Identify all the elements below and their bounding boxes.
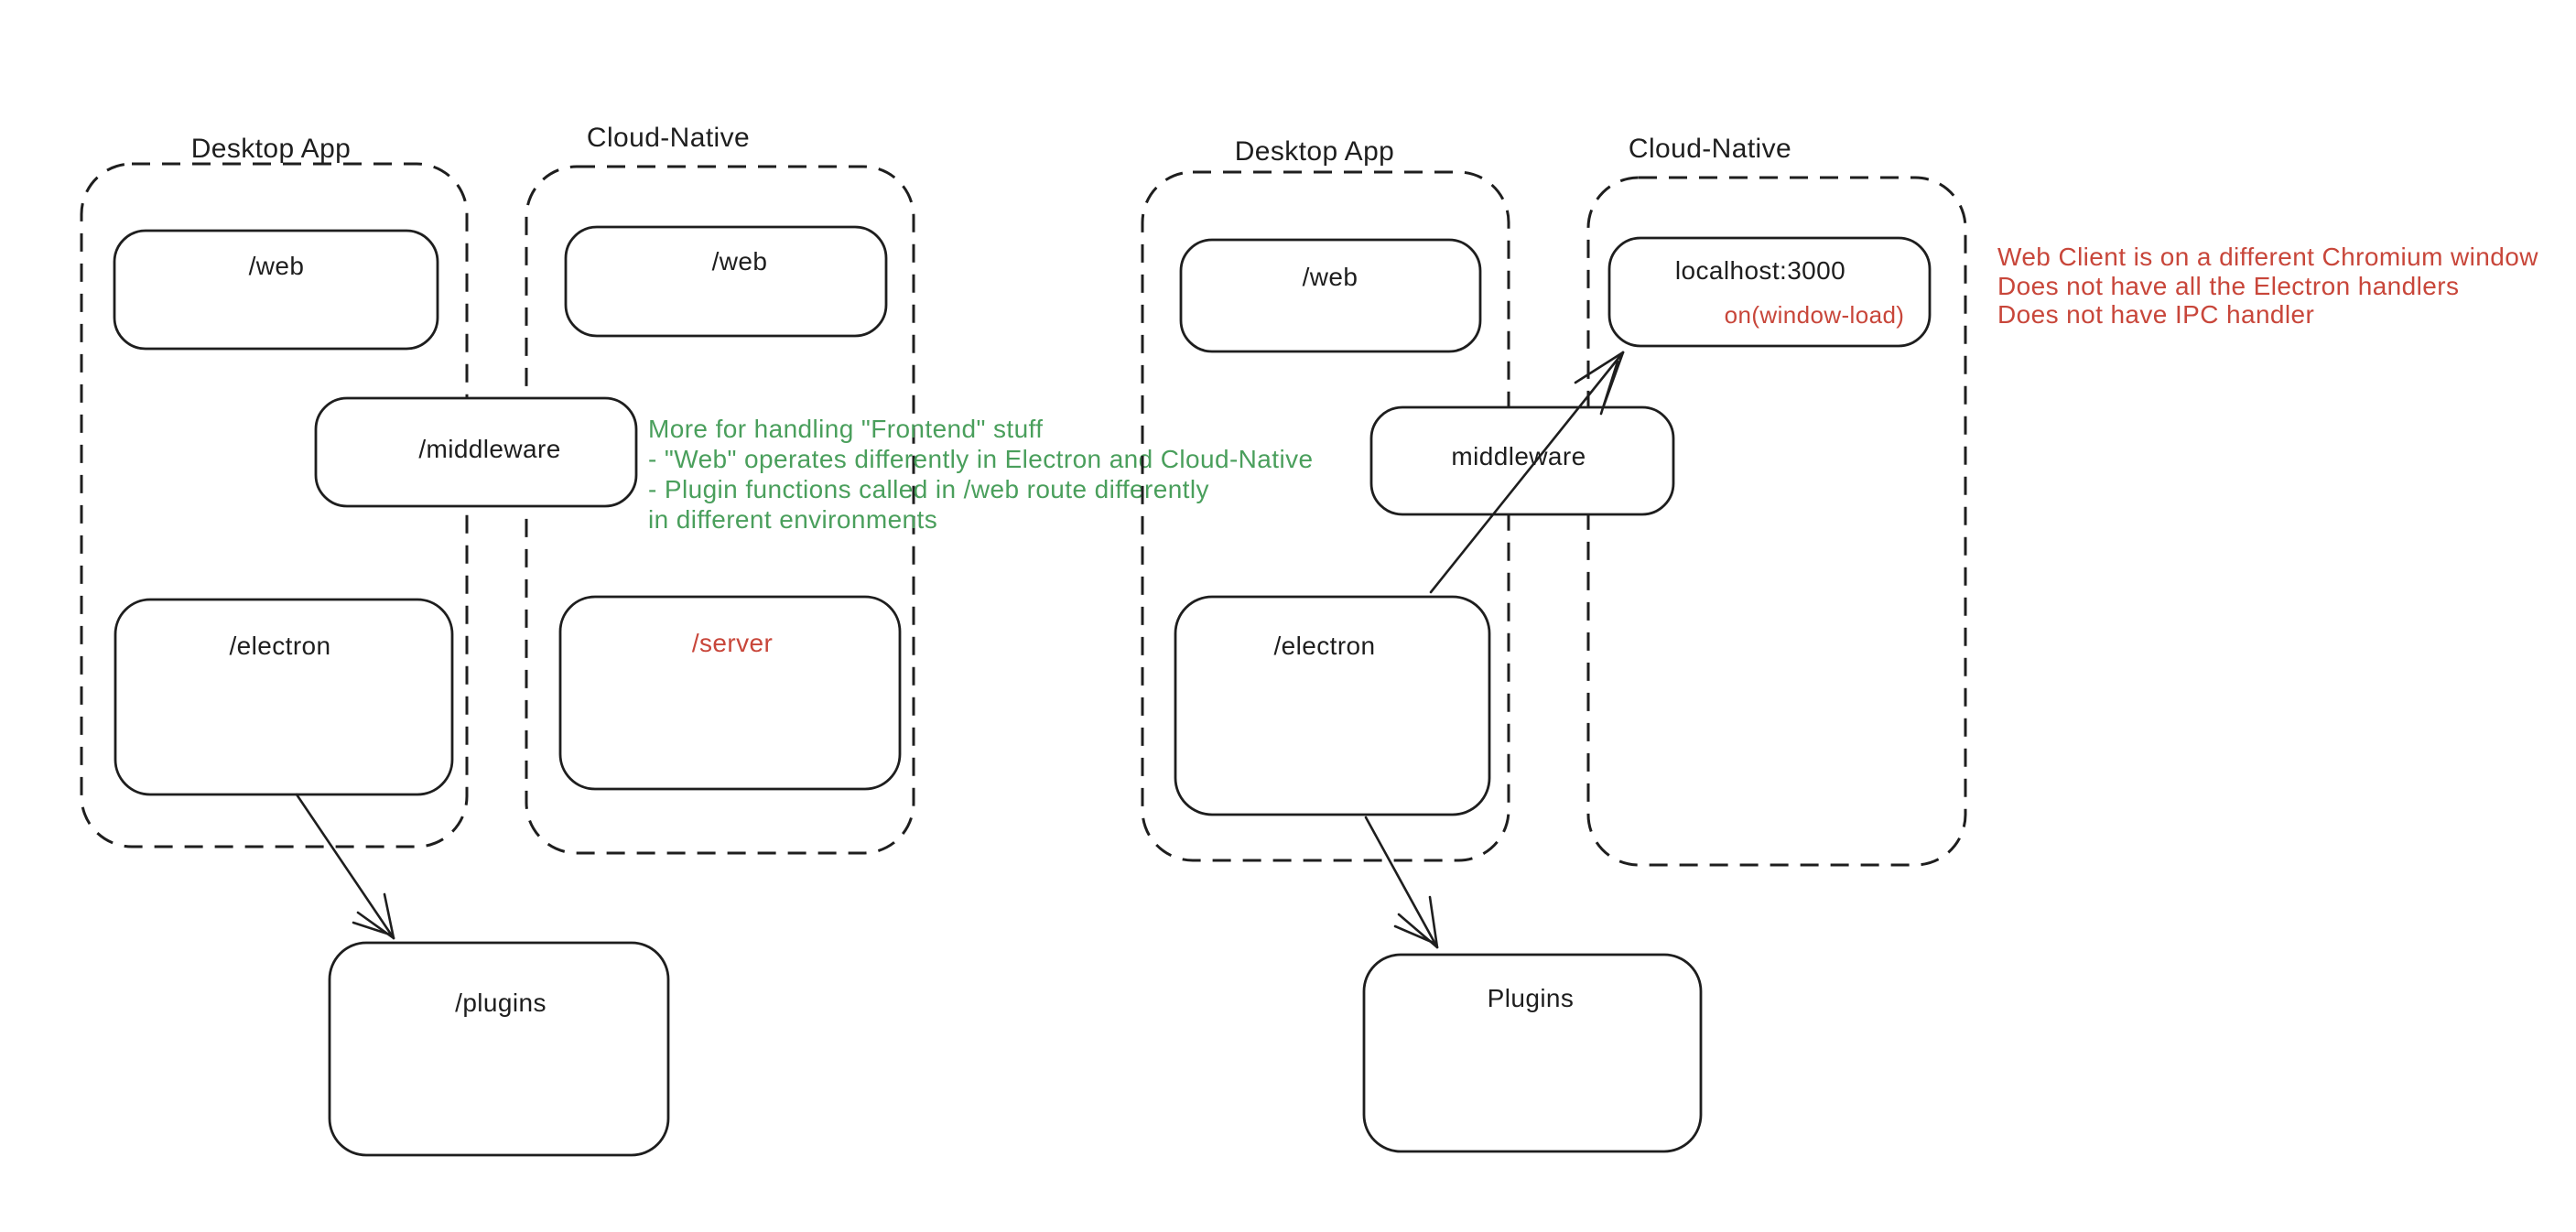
right-plugins-label[interactable]: Plugins: [1488, 984, 1575, 1012]
right-annotation-line-3[interactable]: Does not have IPC handler: [1997, 300, 2314, 329]
left-server-label[interactable]: /server: [692, 629, 773, 657]
left-annotation-line-4[interactable]: in different environments: [648, 505, 937, 534]
right-localhost-box[interactable]: [1607, 236, 1932, 348]
left-plugins-label[interactable]: /plugins: [455, 989, 547, 1017]
right-cloud-container[interactable]: [1586, 176, 1967, 867]
right-annotation-line-1[interactable]: Web Client is on a different Chromium wi…: [1997, 243, 2538, 271]
left-annotation-green[interactable]: More for handling "Frontend" stuff - "We…: [648, 415, 1313, 534]
right-plugins-box[interactable]: [1362, 953, 1703, 1153]
left-web-desktop-label[interactable]: /web: [249, 252, 305, 280]
left-web-desktop-box[interactable]: [113, 229, 439, 351]
right-annotation-line-2[interactable]: Does not have all the Electron handlers: [1997, 272, 2459, 300]
right-electron-label[interactable]: /electron: [1274, 632, 1376, 660]
left-desktop-container[interactable]: [80, 162, 469, 848]
left-middleware-label[interactable]: /middleware: [418, 435, 560, 463]
right-electron-box[interactable]: [1174, 595, 1491, 816]
right-desktop-container[interactable]: [1141, 170, 1510, 862]
right-web-desktop-label[interactable]: /web: [1303, 263, 1358, 291]
left-server-box[interactable]: [558, 595, 902, 791]
right-cloud-group-label[interactable]: Cloud-Native: [1629, 134, 1791, 164]
right-annotation-red[interactable]: Web Client is on a different Chromium wi…: [1997, 243, 2538, 329]
left-web-cloud-box[interactable]: [564, 225, 888, 338]
left-plugins-box[interactable]: [328, 941, 670, 1157]
left-annotation-line-1[interactable]: More for handling "Frontend" stuff: [648, 415, 1043, 443]
arrow-left-electron-to-plugins[interactable]: [295, 793, 395, 940]
left-annotation-line-2[interactable]: - "Web" operates differently in Electron…: [648, 445, 1313, 473]
right-middleware-box[interactable]: [1369, 405, 1675, 516]
left-web-cloud-label[interactable]: /web: [712, 247, 768, 276]
left-electron-box[interactable]: [114, 598, 454, 796]
right-web-desktop-box[interactable]: [1179, 238, 1482, 353]
arrow-right-electron-to-plugins[interactable]: [1364, 816, 1439, 949]
left-electron-label[interactable]: /electron: [230, 632, 331, 660]
left-desktop-group-label[interactable]: Desktop App: [191, 134, 352, 164]
right-middleware-label[interactable]: middleware: [1451, 442, 1586, 470]
left-cloud-group-label[interactable]: Cloud-Native: [587, 123, 750, 153]
left-middleware-box[interactable]: [314, 396, 638, 508]
right-localhost-label[interactable]: localhost:3000: [1675, 256, 1845, 285]
arrow-right-electron-to-localhost[interactable]: [1429, 351, 1625, 594]
right-localhost-handler-label[interactable]: on(window-load): [1725, 301, 1905, 329]
left-annotation-line-3[interactable]: - Plugin functions called in /web route …: [648, 475, 1209, 503]
right-desktop-group-label[interactable]: Desktop App: [1235, 136, 1395, 167]
